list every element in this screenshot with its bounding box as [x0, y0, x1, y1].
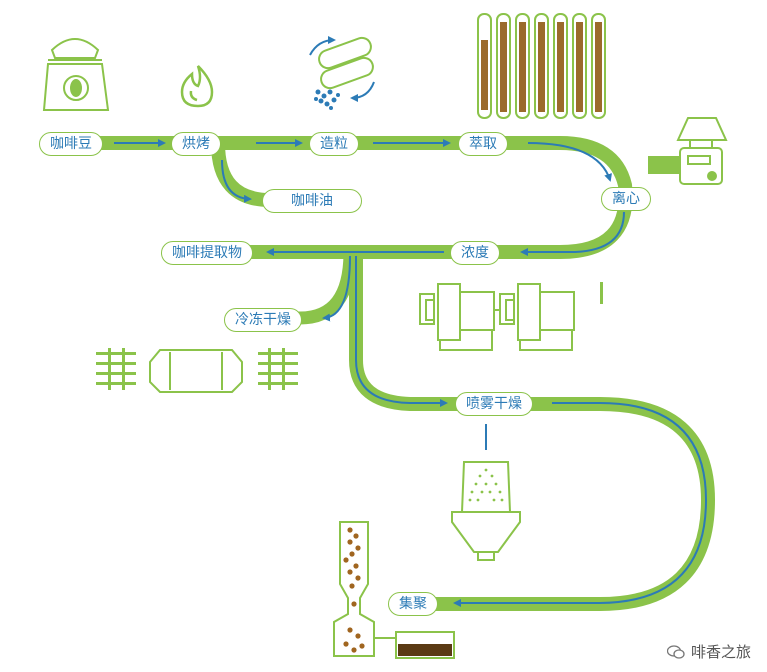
- arrow-to-spray: [355, 256, 448, 407]
- evaporator-icon: [419, 283, 575, 351]
- granule: [347, 627, 353, 633]
- node-spray-drying: 喷雾干燥: [455, 392, 533, 416]
- granule: [355, 575, 361, 581]
- granule: [347, 569, 353, 575]
- flow-arrows: [114, 139, 708, 607]
- roller-granulator-icon: [309, 36, 375, 110]
- node-centrifuge: 离心: [601, 187, 651, 211]
- watermark: 啡香之旅: [666, 641, 751, 662]
- granule: [343, 557, 349, 563]
- flame-icon: [180, 65, 214, 108]
- spray-dryer-icon: [451, 424, 521, 561]
- column-fill: [481, 40, 488, 110]
- node-granulating: 造粒: [309, 132, 359, 156]
- node-freeze-drying: 冷冻干燥: [224, 308, 302, 332]
- node-coffee-oil: 咖啡油: [262, 189, 362, 213]
- column-fill: [538, 22, 545, 112]
- arrow-roast-oil: [221, 159, 252, 203]
- wechat-icon: [666, 645, 685, 659]
- coffee-sack-icon: [42, 38, 110, 111]
- granule: [355, 633, 361, 639]
- node-agglomeration: 集聚: [388, 592, 438, 616]
- column-fill: [500, 22, 507, 112]
- granule: [351, 601, 357, 607]
- granule: [347, 539, 353, 545]
- watermark-text: 啡香之旅: [690, 643, 751, 661]
- node-roasting: 烘烤: [171, 132, 221, 156]
- column-fill: [557, 22, 564, 112]
- arrow-spray-agglomerate: [453, 402, 708, 607]
- freeze-racks: [96, 348, 298, 390]
- granule: [359, 643, 365, 649]
- coffee-granules: [343, 527, 365, 653]
- pipe-main: [63, 136, 633, 259]
- node-extraction: 萃取: [458, 132, 508, 156]
- granule: [351, 647, 357, 653]
- freeze-dryer-icon: [149, 349, 243, 393]
- granule: [349, 583, 355, 589]
- granule: [349, 551, 355, 557]
- granule: [355, 545, 361, 551]
- pipe-spray: [349, 245, 715, 611]
- agglomerator-icon: [333, 521, 455, 659]
- arrow-extract-centrifuge: [527, 142, 612, 182]
- node-concentration: 浓度: [450, 241, 500, 265]
- extraction-columns-icon: [477, 13, 606, 119]
- arrow-centrifuge-concentration: [520, 211, 625, 256]
- granule: [353, 533, 359, 539]
- granule: [347, 527, 353, 533]
- granule: [353, 563, 359, 569]
- column-fill: [595, 22, 602, 112]
- centrifuge-icon: [648, 117, 728, 185]
- arrow-to-freeze: [322, 255, 351, 322]
- pipe-network: [63, 136, 715, 611]
- granule: [343, 641, 349, 647]
- column-fill: [519, 22, 526, 112]
- node-coffee-extract: 咖啡提取物: [161, 241, 253, 265]
- decor-bars: [600, 282, 603, 304]
- node-coffee-beans: 咖啡豆: [39, 132, 103, 156]
- column-fill: [576, 22, 583, 112]
